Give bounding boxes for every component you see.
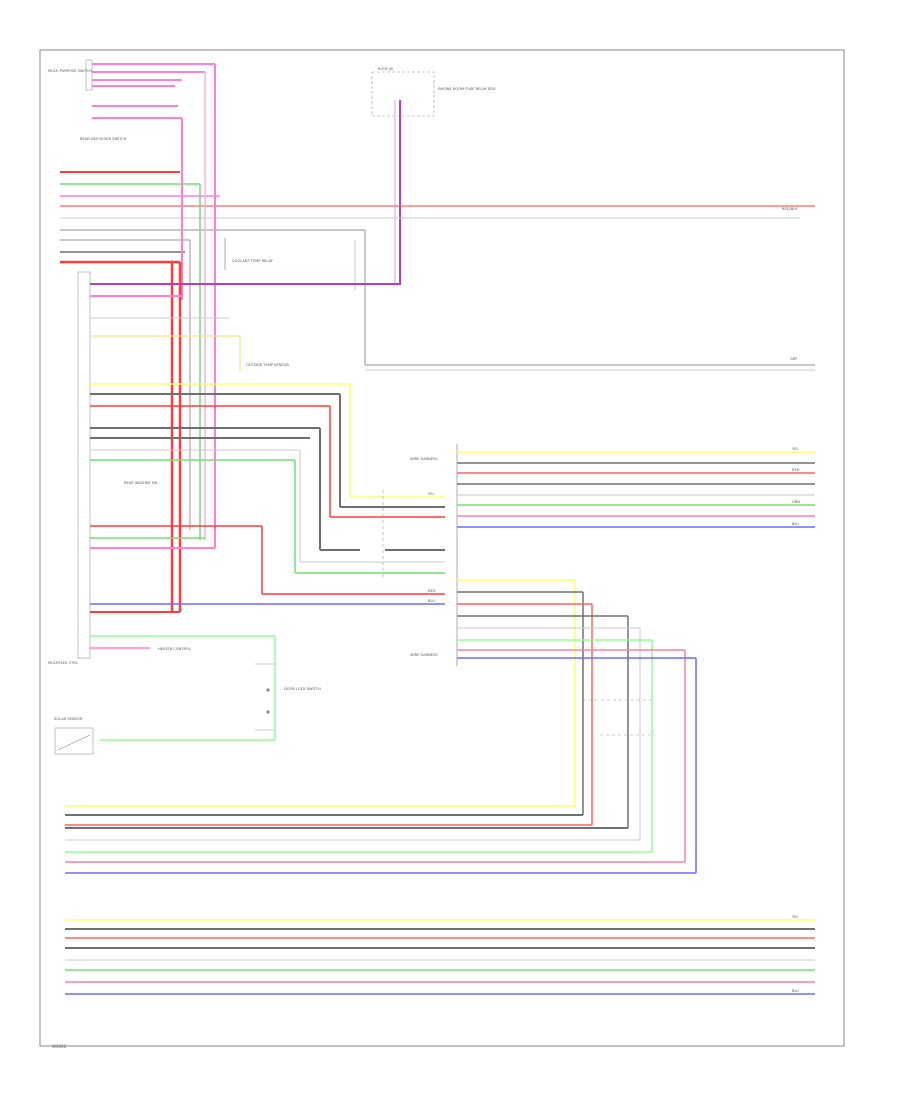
relay-box-label: ROOF JB <box>378 67 393 71</box>
upper-bus: RED/BLK COOLANT TEMP RELAY <box>60 171 815 270</box>
controller-label: MULTIPLEX CTRL <box>48 661 78 665</box>
upper-bus-right-label: RED/BLK <box>782 207 798 211</box>
heater-label: HEATER CONTROL <box>158 647 191 651</box>
upper-right-harness: YEL RED GRN BLU <box>457 447 815 528</box>
ground-label: DOOR LOCK SWITCH <box>284 687 321 691</box>
mid-relay-label: REAR WASHER SW <box>124 481 158 485</box>
top-left-label: MULTI PURPOSE SWITCH <box>48 69 92 73</box>
ur-red-label: RED <box>792 468 800 472</box>
mid-yel-label: YEL <box>428 492 434 496</box>
lower-harness-label: WIRE HARNESS <box>410 653 438 657</box>
right-gray-label: GRY <box>790 357 798 361</box>
vertical-trunks <box>170 64 366 612</box>
footer-code: W0000 <box>52 1044 67 1049</box>
upper-harness-label: WIRE HARNESS <box>410 457 438 461</box>
controller-connector: MULTIPLEX CTRL OUTSIDE TEMP SENSOR GRY R… <box>48 271 815 665</box>
relay-box: ROOF JB ENGINE ROOM FUSE RELAY BOX <box>371 67 496 285</box>
top-left-connector: MULTI PURPOSE SWITCH REAR DEFOGGER SWITC… <box>48 59 215 141</box>
ur-yel-label: YEL <box>792 447 798 451</box>
mid-red-label: RED <box>428 589 436 593</box>
bottom-left-sensor: SOLAR SENSOR <box>54 717 94 755</box>
heater-control-bracket: DOOR LOCK SWITCH <box>100 636 321 741</box>
relay-box-desc: ENGINE ROOM FUSE RELAY BOX <box>438 87 496 91</box>
bh-yel-label: YEL <box>792 915 798 919</box>
ur-blu-label: BLU <box>792 522 799 526</box>
mid-blu-label: BLU <box>428 599 435 603</box>
sensor-label: OUTSIDE TEMP SENSOR <box>246 363 289 367</box>
relay-label: COOLANT TEMP RELAY <box>232 259 274 263</box>
ur-grn-label: GRN <box>792 500 800 504</box>
bottom-left-label: SOLAR SENSOR <box>54 717 83 721</box>
diagram-frame <box>39 49 845 1047</box>
lower-harness <box>65 805 696 874</box>
bh-blu-label: BLU <box>792 989 799 993</box>
middle-junction: WIRE HARNESS WIRE HARNESS <box>410 444 458 666</box>
bottom-harness: YEL BLU <box>65 915 815 995</box>
middle-routes: YEL RED BLU <box>261 384 445 603</box>
lower-middle-harness <box>457 579 697 873</box>
defogger-label: REAR DEFOGGER SWITCH <box>80 137 127 141</box>
